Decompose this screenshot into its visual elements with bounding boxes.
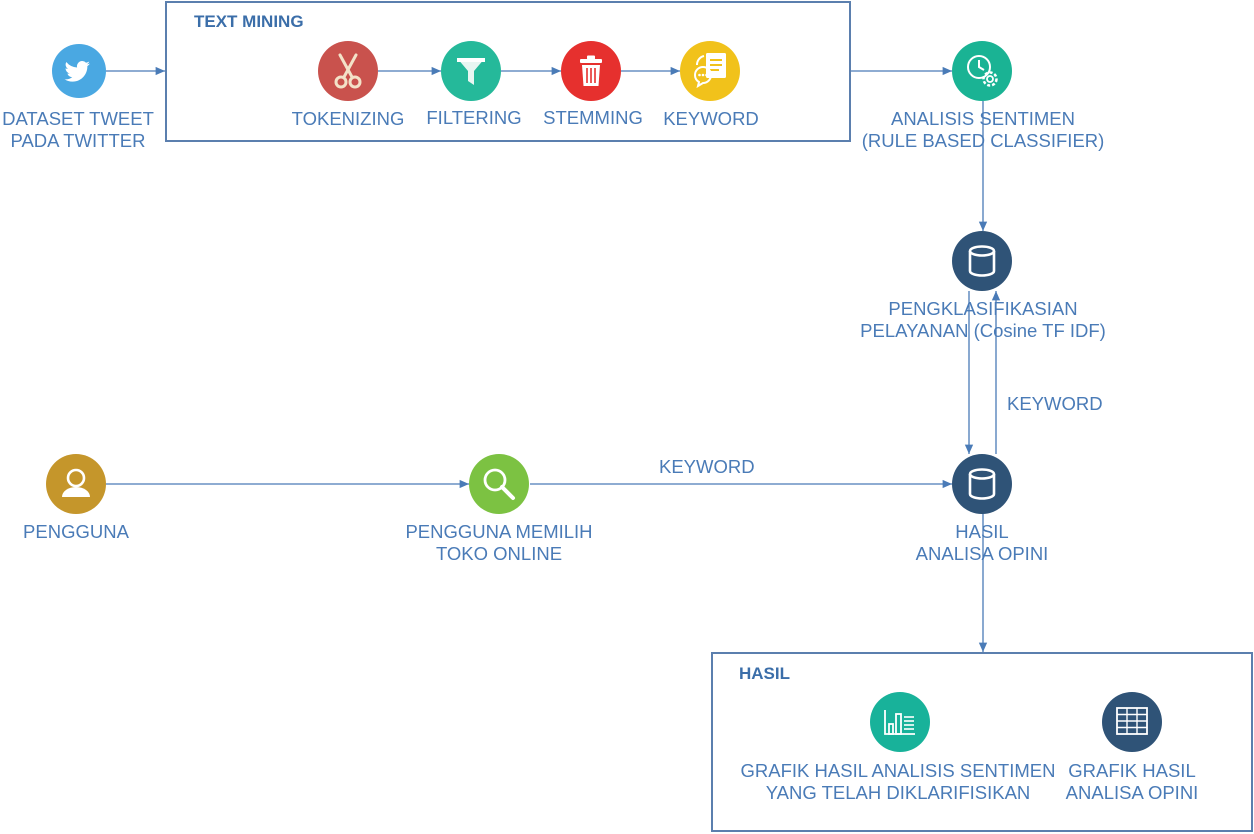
pengguna-label: PENGGUNA <box>23 521 129 542</box>
dataset-label: DATASET TWEET PADA TWITTER <box>2 108 154 151</box>
memilih-label: PENGGUNA MEMILIH TOKO ONLINE <box>405 521 593 564</box>
text-mining-title: TEXT MINING <box>194 12 304 31</box>
user-icon <box>46 454 106 514</box>
grafik-opini-label: GRAFIK HASIL ANALISA OPINI <box>1065 760 1199 803</box>
twitter-bird-icon <box>49 41 109 101</box>
table-grid-icon <box>1102 692 1162 752</box>
pengklasifikasian-label: PENGKLASIFIKASIAN PELAYANAN (Cosine TF I… <box>860 298 1106 341</box>
database-icon <box>952 454 1012 514</box>
keyword-edge-label-search: KEYWORD <box>659 456 755 477</box>
hasil-group <box>711 652 1253 832</box>
stemming-label: STEMMING <box>543 107 643 128</box>
scissors-icon <box>318 41 378 101</box>
document-chat-icon <box>680 41 740 101</box>
text-mining-group <box>165 1 851 142</box>
database-icon <box>952 231 1012 291</box>
hasil-opini-label: HASIL ANALISA OPINI <box>915 521 1049 564</box>
filtering-label: FILTERING <box>426 107 522 128</box>
bar-chart-icon <box>870 692 930 752</box>
clock-gear-icon <box>952 41 1012 101</box>
funnel-icon <box>441 41 501 101</box>
trash-can-icon <box>561 41 621 101</box>
keyword-label: KEYWORD <box>663 108 759 129</box>
magnifier-icon <box>469 454 529 514</box>
keyword-edge-label-up: KEYWORD <box>1007 393 1103 414</box>
grafik-sentimen-label: GRAFIK HASIL ANALISIS SENTIMEN YANG TELA… <box>740 760 1056 803</box>
tokenizing-label: TOKENIZING <box>291 108 405 129</box>
hasil-title: HASIL <box>739 664 790 683</box>
analisis-label: ANALISIS SENTIMEN (RULE BASED CLASSIFIER… <box>861 108 1105 151</box>
